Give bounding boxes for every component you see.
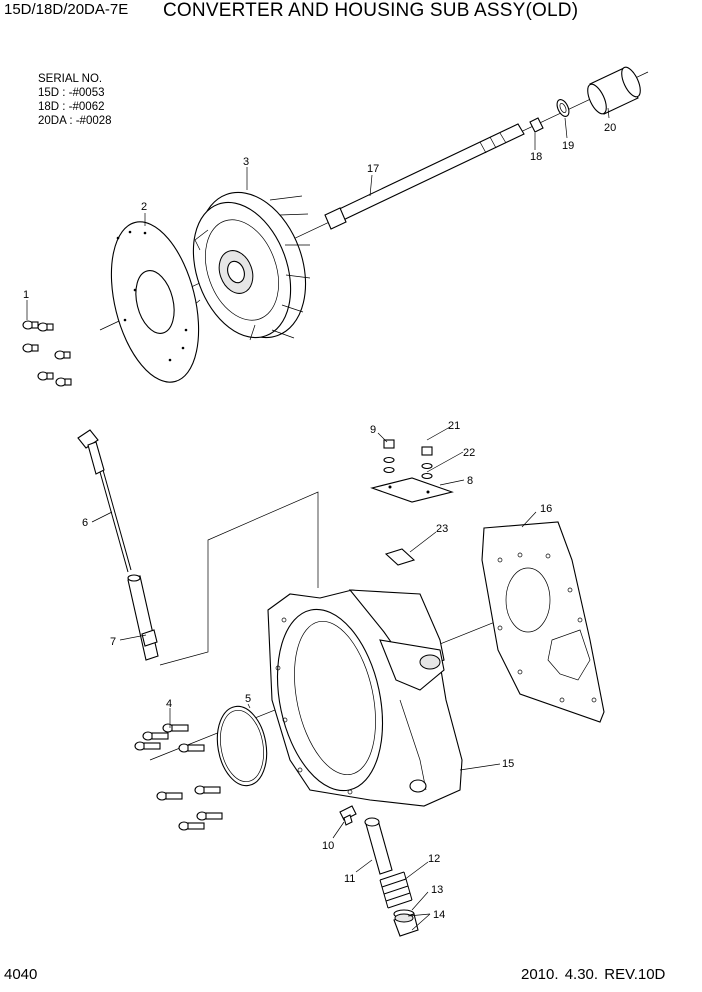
callout-21: 21: [448, 420, 460, 432]
serial-line-15d: 15D : -#0053: [38, 87, 105, 99]
part-1-bolts: [22, 320, 72, 387]
callout-8: 8: [467, 475, 473, 487]
callout-4: 4: [166, 698, 172, 710]
part-21-bolt: [421, 446, 433, 470]
leader-lines: [26, 107, 610, 931]
part-16-gasket: [481, 521, 605, 723]
serial-number-block: SERIAL NO. 15D : -#0053 18D : -#0062 20D…: [38, 72, 112, 128]
serial-line-20da: 20DA : -#0028: [38, 115, 112, 127]
part-9-bolt: [383, 439, 395, 474]
callout-18: 18: [530, 151, 542, 163]
part-19-ring: [556, 99, 570, 117]
callout-7: 7: [110, 636, 116, 648]
part-12-spring: [379, 871, 413, 909]
part-8-cover-plate: [370, 477, 454, 503]
part-10-fitting: [339, 805, 357, 826]
part-14-plug: [393, 913, 419, 937]
part-6-dipstick: [77, 429, 132, 573]
callout-5: 5: [245, 693, 251, 705]
part-4-bolts: [134, 723, 223, 831]
date-revision: 2010. 4.30. REV.10D: [521, 966, 666, 983]
part-5-o-ring: [216, 705, 268, 787]
part-2-flex-plate: [110, 221, 200, 383]
callout-15: 15: [502, 758, 514, 770]
callout-3: 3: [243, 156, 249, 168]
callout-22: 22: [463, 447, 475, 459]
part-3-torque-converter: [187, 191, 311, 341]
part-15-converter-housing: [267, 589, 463, 807]
part-17-shaft: [324, 123, 525, 230]
callout-19: 19: [562, 140, 574, 152]
part-18-bush: [529, 117, 544, 133]
callout-11: 11: [344, 873, 355, 885]
part-11-pipe: [364, 817, 393, 875]
serial-line-18d: 18D : -#0062: [38, 101, 105, 113]
model-code: 15D/18D/20DA-7E: [4, 1, 129, 18]
callout-17: 17: [367, 163, 379, 175]
serial-heading: SERIAL NO.: [38, 73, 103, 85]
page-title: CONVERTER AND HOUSING SUB ASSY(OLD): [163, 0, 579, 21]
part-7-guide-tube: [127, 574, 159, 661]
page-number: 4040: [4, 966, 38, 983]
callout-2: 2: [141, 201, 147, 213]
page-header: 15D/18D/20DA-7E CONVERTER AND HOUSING SU…: [0, 0, 702, 24]
dipstick-connection-line: [159, 491, 319, 666]
callout-9: 9: [370, 424, 376, 436]
part-22-washer: [421, 472, 433, 480]
callout-1: 1: [23, 289, 29, 301]
part-20-sleeve: [587, 66, 641, 115]
callout-13: 13: [431, 884, 443, 896]
callout-labels: 1 2 3 4 5 6 7 8 9 10 11 12 13 14 15 16 1…: [23, 122, 616, 921]
callout-16: 16: [540, 503, 552, 515]
callout-10: 10: [322, 840, 334, 852]
callout-23: 23: [436, 523, 448, 535]
callout-12: 12: [428, 853, 440, 865]
callout-20: 20: [604, 122, 616, 134]
part-23-plate: [384, 548, 416, 566]
callout-6: 6: [82, 517, 88, 529]
callout-14: 14: [433, 909, 445, 921]
